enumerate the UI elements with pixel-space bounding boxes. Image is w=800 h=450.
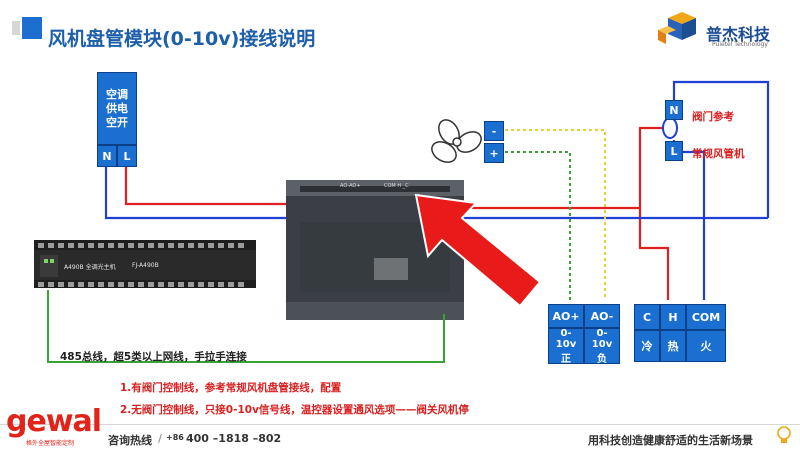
red-arrow bbox=[414, 193, 542, 308]
valve-terminal-h: H bbox=[660, 304, 686, 330]
module-strip-side: AO-AO+ bbox=[340, 183, 361, 189]
bus-485-wire bbox=[47, 290, 445, 363]
breaker-box: 空调 供电 空开 bbox=[97, 72, 137, 145]
valve-label-bottom: 常规风管机 bbox=[692, 148, 745, 160]
header-deco-blue bbox=[22, 17, 42, 39]
note-2: 2.无阀门控制线，只接0-10v信号线，温控器设置通风选项——阀关风机停 bbox=[120, 404, 469, 416]
breaker-label-2: 供电 bbox=[106, 101, 128, 115]
gewal-logo: gewal bbox=[6, 404, 102, 439]
hotline-slash: / bbox=[158, 432, 163, 445]
brand-cube-logo bbox=[658, 12, 696, 44]
module-strip-label: COM H _C bbox=[384, 183, 409, 189]
green-signal-wire bbox=[505, 151, 571, 300]
valve-terminal-n: N bbox=[665, 100, 683, 120]
fan-terminal-plus: + bbox=[484, 143, 504, 163]
ao-plus-terminal: AO+ bbox=[548, 304, 584, 328]
fan-icon bbox=[431, 119, 482, 163]
valve-coil-icon bbox=[662, 117, 678, 139]
ao-minus-desc: 0-10v负 bbox=[584, 328, 620, 365]
hotline-number: 400 –1818 –802 bbox=[186, 432, 282, 445]
valve-terminal-com: COM bbox=[686, 304, 726, 330]
bus-description: 485总线，超5类以上网线，手拉手连接 bbox=[60, 351, 247, 363]
breaker-label-3: 空开 bbox=[106, 115, 128, 129]
hotline-prefix: +86 bbox=[166, 433, 184, 442]
note-1: 1.有阀门控制线，参考常规风机盘管接线，配置 bbox=[120, 382, 342, 394]
valve-h-desc: 热 bbox=[660, 330, 686, 362]
page-title: 风机盘管模块(0-10v)接线说明 bbox=[48, 28, 316, 50]
brand-name: 普杰科技 bbox=[706, 25, 771, 44]
valve-label-top: 阀门参考 bbox=[692, 111, 734, 123]
valve-c-desc: 冷 bbox=[634, 330, 660, 362]
controller-model: FJ-A490B bbox=[132, 262, 159, 269]
fan-terminal-minus: - bbox=[484, 121, 504, 141]
ao-minus-terminal: AO- bbox=[584, 304, 620, 328]
header-deco-gray bbox=[12, 21, 20, 35]
footer-divider bbox=[0, 424, 800, 425]
gewal-logo-sub: 格外全屋智能定制 bbox=[26, 440, 75, 447]
breaker-label-1: 空调 bbox=[106, 87, 128, 101]
footer-slogan: 用科技创造健康舒适的生活新场景 bbox=[588, 434, 753, 447]
controller-label: A490B 全调光主机 bbox=[64, 264, 116, 271]
valve-terminal-c: C bbox=[634, 304, 660, 330]
breaker-terminal-n: N bbox=[97, 145, 117, 167]
valve-terminal-l: L bbox=[665, 141, 683, 161]
breaker-terminal-l: L bbox=[117, 145, 137, 167]
ao-plus-desc: 0-10v正 bbox=[548, 328, 584, 365]
brand-en: Puietel Technology bbox=[712, 41, 768, 48]
hotline-label: 咨询热线 bbox=[108, 434, 152, 447]
valve-com-desc: 火 bbox=[686, 330, 726, 362]
bulb-icon bbox=[777, 426, 791, 443]
controller-terminals bbox=[38, 243, 244, 287]
